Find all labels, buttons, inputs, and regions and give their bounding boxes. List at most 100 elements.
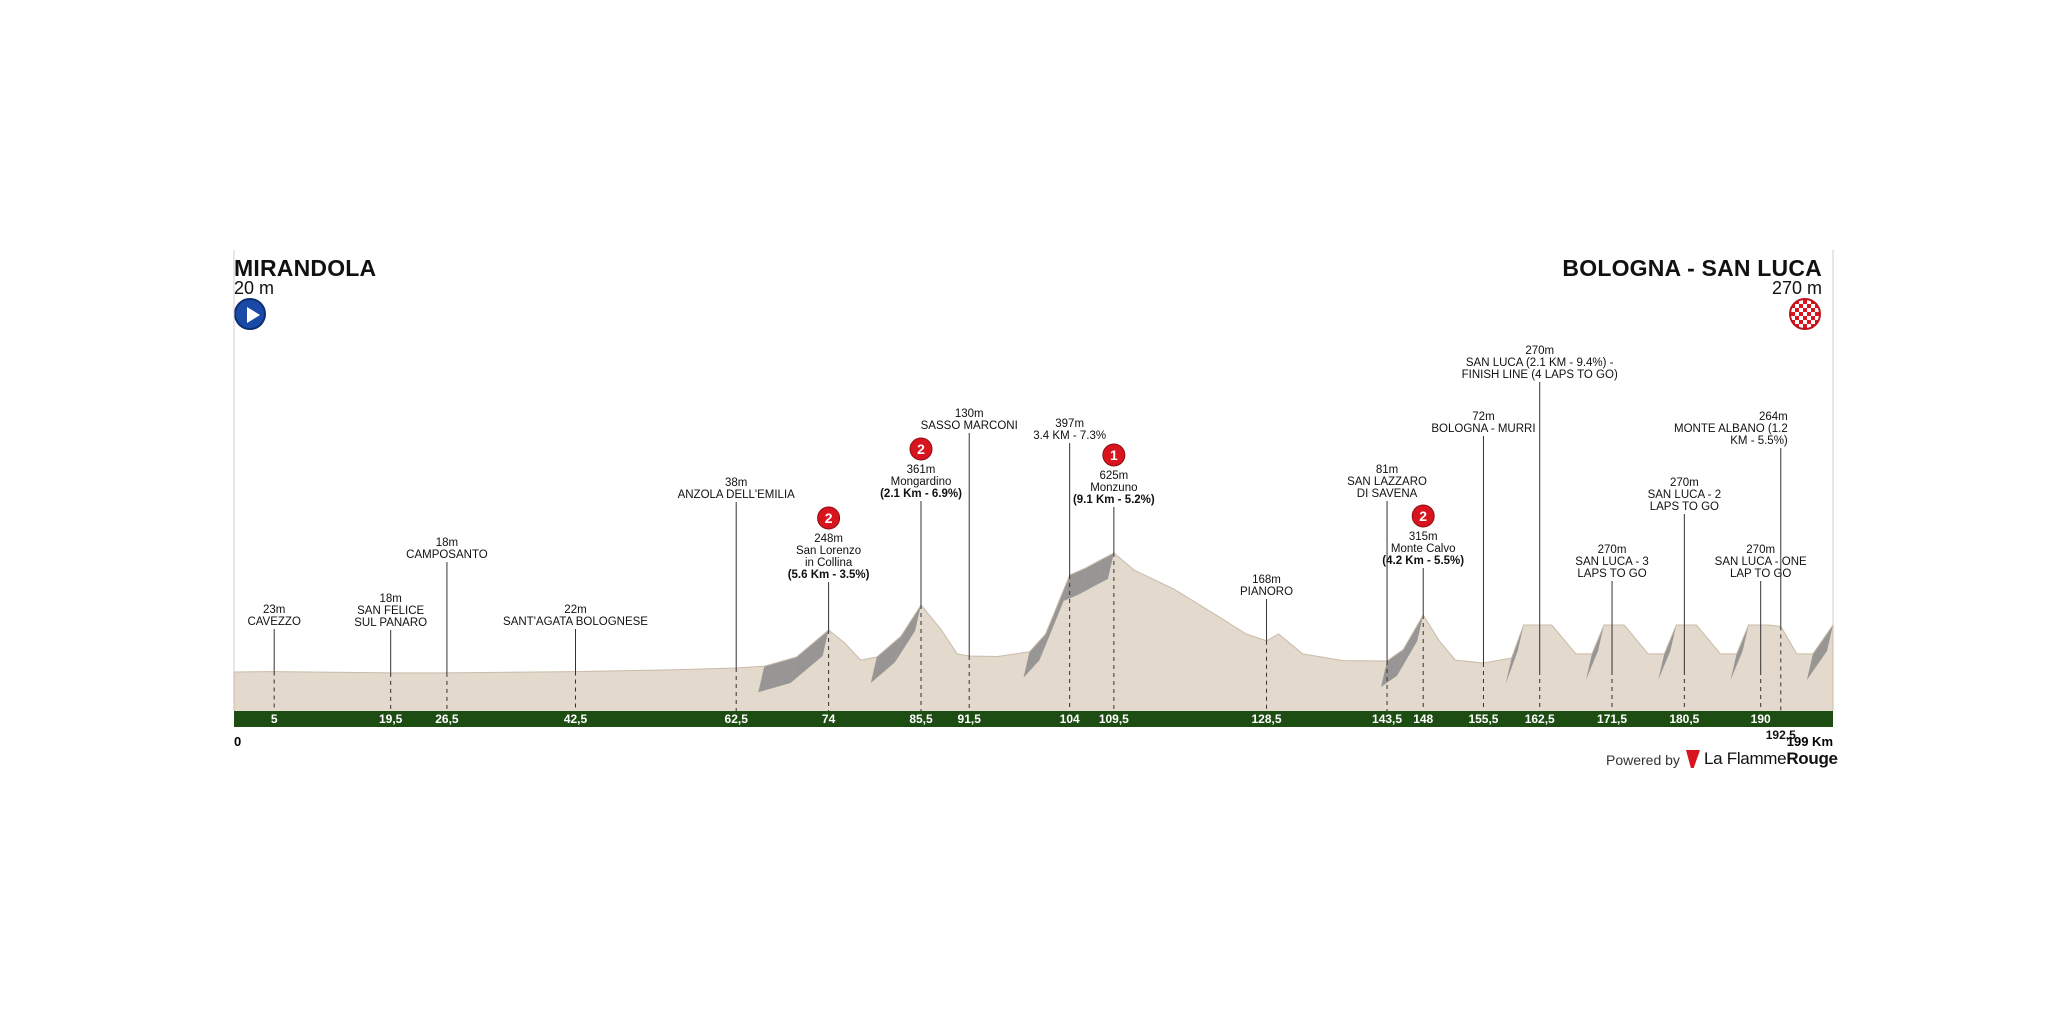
waypoint-label: in Collina <box>805 557 853 569</box>
chart-frame <box>233 250 1834 711</box>
waypoint-label: BOLOGNA - MURRI <box>1431 423 1535 435</box>
waypoint-label: 81m <box>1376 464 1398 476</box>
km-tick-label: 155,5 <box>1468 712 1498 726</box>
waypoint-label: Mongardino <box>891 476 952 488</box>
waypoint-label: LAPS TO GO <box>1650 501 1719 513</box>
climb-shade <box>1397 615 1424 676</box>
waypoint-label: SAN LUCA - 3 <box>1575 556 1649 568</box>
terrain-fill <box>234 553 1833 711</box>
waypoint-label: 3.4 KM - 7.3% <box>1033 430 1106 442</box>
waypoint-label: 130m <box>955 408 984 420</box>
brand-logo: La FlammeRouge <box>1704 749 1838 768</box>
waypoint-label: 72m <box>1472 411 1494 423</box>
category-badge-icon <box>1102 443 1126 467</box>
climb-shade <box>1806 625 1833 680</box>
climb-shade <box>894 605 922 663</box>
waypoint-label: SAN LAZZARO <box>1347 476 1427 488</box>
category-badge-icon <box>817 506 841 530</box>
climb-shade <box>1585 625 1604 680</box>
km-tick-label: 42,5 <box>564 712 588 726</box>
waypoint-label: (4.2 Km - 5.5%) <box>1382 555 1464 567</box>
waypoint-label: KM - 5.5%) <box>1730 435 1788 447</box>
waypoint-label: 248m <box>814 533 843 545</box>
waypoint-label: 18m <box>436 537 458 549</box>
waypoint-label: SASSO MARCONI <box>921 420 1018 432</box>
climb-shade <box>1079 559 1102 594</box>
category-badge-label: 2 <box>917 441 925 457</box>
profile-area <box>233 552 1834 711</box>
km-tick-label: 143,5 <box>1372 712 1402 726</box>
km-tick-label: 74 <box>822 712 836 726</box>
waypoint-label: SANT'AGATA BOLOGNESE <box>503 616 648 628</box>
waypoint-label: SAN LUCA (2.1 KM - 9.4%) - <box>1466 357 1614 369</box>
waypoint-label: CAVEZZO <box>247 616 301 628</box>
waypoint-label: 168m <box>1252 574 1281 586</box>
km-tick-label: 109,5 <box>1099 712 1129 726</box>
category-badge-label: 2 <box>1419 508 1427 524</box>
category-badge-icon <box>1411 504 1435 528</box>
climb-shade <box>1730 625 1749 680</box>
waypoint-label: MONTE ALBANO (1.2 <box>1674 423 1788 435</box>
waypoint-label: 22m <box>564 604 586 616</box>
waypoint-label: San Lorenzo <box>796 545 861 557</box>
distance-band <box>234 711 1833 727</box>
profile-line <box>233 552 1834 711</box>
climb-shade <box>1658 625 1677 680</box>
waypoint-label: SAN LUCA - 2 <box>1648 489 1722 501</box>
waypoint-label: (5.6 Km - 3.5%) <box>788 569 870 581</box>
climb-shade <box>758 657 797 693</box>
distance-end-label: 199 Km <box>1787 734 1833 749</box>
km-tick-label: 148 <box>1413 712 1433 726</box>
waypoint-label: CAMPOSANTO <box>406 549 488 561</box>
finish-flag-icon <box>1789 298 1821 330</box>
km-tick-label: 192,5 <box>1766 728 1796 742</box>
waypoint-label: 361m <box>907 464 936 476</box>
waypoint-label: 38m <box>725 477 747 489</box>
km-tick-label: 171,5 <box>1597 712 1627 726</box>
waypoint-label: 625m <box>1099 470 1128 482</box>
finish-altitude: 270 m <box>1771 278 1822 298</box>
km-tick-label: 62,5 <box>725 712 749 726</box>
waypoint-label: 18m <box>379 593 401 605</box>
category-badge-icon <box>909 437 933 461</box>
start-town-name: MIRANDOLA <box>234 255 377 281</box>
km-tick-label: 19,5 <box>379 712 403 726</box>
category-badge-label: 1 <box>1110 447 1118 463</box>
waypoint-label: FINISH LINE (4 LAPS TO GO) <box>1462 369 1618 381</box>
climb-shade <box>1095 553 1114 586</box>
waypoint-label: 264m <box>1759 411 1788 423</box>
waypoint-label: DI SAVENA <box>1357 488 1418 500</box>
waypoint-label: Monte Calvo <box>1391 543 1456 555</box>
waypoint-label: Monzuno <box>1090 482 1137 494</box>
waypoint-label: PIANORO <box>1240 586 1293 598</box>
km-tick-label: 190 <box>1751 712 1771 726</box>
waypoint-label: LAPS TO GO <box>1577 568 1646 580</box>
km-tick-label: 91,5 <box>958 712 982 726</box>
waypoint-label: LAP TO GO <box>1730 568 1791 580</box>
climb-shade <box>790 630 829 684</box>
waypoint-label: (2.1 Km - 6.9%) <box>880 488 962 500</box>
waypoint-label: 270m <box>1746 544 1775 556</box>
km-tick-label: 104 <box>1060 712 1080 726</box>
waypoint-label: 315m <box>1409 531 1438 543</box>
waypoint-label: 23m <box>263 604 285 616</box>
start-altitude: 20 m <box>234 278 275 298</box>
km-tick-label: 162,5 <box>1525 712 1555 726</box>
finish-town-name: BOLOGNA - SAN LUCA <box>1562 255 1822 281</box>
km-tick-label: 85,5 <box>909 712 933 726</box>
climb-shade <box>870 636 901 684</box>
waypoint-label: 270m <box>1598 544 1627 556</box>
climb-shade <box>1505 625 1524 685</box>
waypoint-label: 397m <box>1055 418 1084 430</box>
climb-shade <box>1023 634 1046 678</box>
waypoint-label: 270m <box>1670 477 1699 489</box>
km-tick-label: 128,5 <box>1252 712 1282 726</box>
km-tick-label: 5 <box>271 712 278 726</box>
waypoint-label: ANZOLA DELL'EMILIA <box>678 489 796 501</box>
distance-start-label: 0 <box>234 734 241 749</box>
waypoint-label: SAN FELICE <box>357 605 424 617</box>
category-badge-label: 2 <box>825 510 833 526</box>
